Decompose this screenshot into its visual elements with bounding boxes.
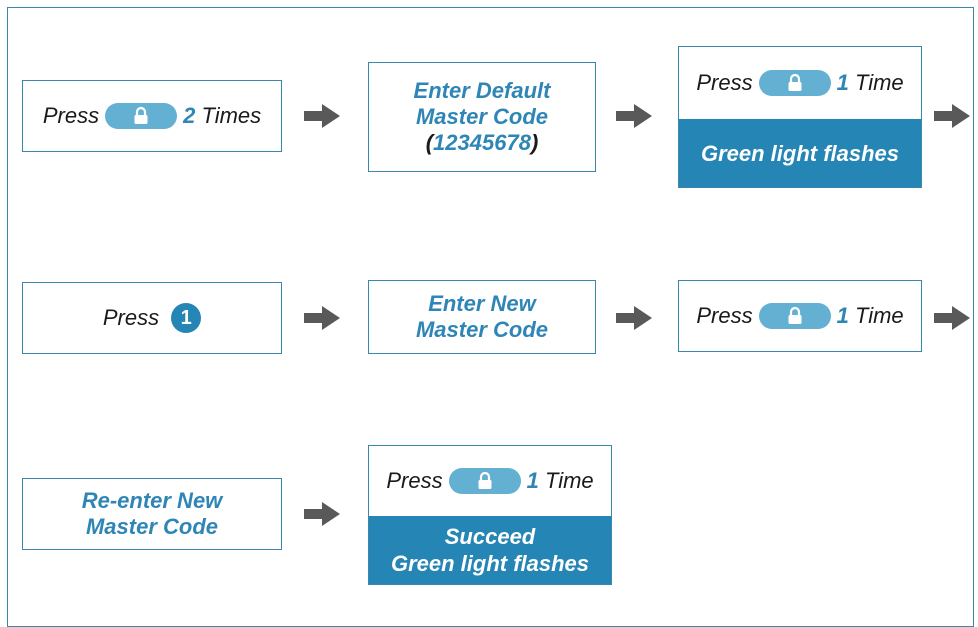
lock-button-icon — [448, 468, 521, 494]
press-count: 1 — [836, 303, 849, 328]
step-reenter-new-master-code: Re-enter New Master Code — [22, 478, 282, 550]
press-label: Press — [42, 103, 100, 128]
right-arrow-icon — [616, 104, 652, 128]
step-press-lock-1-time: Press 1 Time — [678, 280, 922, 352]
lock-button-icon — [758, 70, 831, 96]
press-label: Press — [386, 468, 443, 493]
press-count: 2 — [183, 103, 196, 128]
step-line2: Master Code — [415, 104, 549, 129]
press-label: Press — [696, 70, 753, 95]
step-line2: Master Code — [85, 514, 219, 539]
step-press-lock-1-time-green: Press 1 Time Green light flashes — [678, 46, 922, 188]
result-green-light: Green light flashes — [390, 551, 590, 576]
press-label: Press — [696, 303, 753, 328]
time-label: Time — [854, 303, 904, 328]
right-arrow-icon — [304, 502, 340, 526]
step-press-number-1: Press 1 — [22, 282, 282, 354]
step-enter-default-master-code: Enter Default Master Code (12345678) — [368, 62, 596, 172]
right-arrow-icon — [304, 104, 340, 128]
right-arrow-icon — [616, 306, 652, 330]
right-arrow-icon — [934, 306, 970, 330]
right-arrow-icon — [934, 104, 970, 128]
result-succeed: Succeed — [444, 524, 536, 549]
press-count: 1 — [526, 468, 539, 493]
number-1-icon: 1 — [171, 303, 202, 333]
step-press-lock-1-time-succeed: Press 1 Time Succeed Green light flashes — [368, 445, 612, 585]
time-label: Time — [544, 468, 594, 493]
step-line2: Master Code — [415, 317, 549, 342]
times-label: Times — [201, 103, 262, 128]
lock-button-icon — [105, 103, 178, 129]
step-line1: Enter Default — [413, 78, 551, 103]
step-line1: Enter New — [428, 291, 536, 316]
step-press-lock-2-times: Press 2 Times — [22, 80, 282, 152]
step-line1: Re-enter New — [81, 488, 223, 513]
paren-close: ) — [530, 130, 539, 155]
press-count: 1 — [836, 70, 849, 95]
right-arrow-icon — [304, 306, 340, 330]
result-text: Green light flashes — [700, 140, 900, 166]
default-code: 12345678 — [433, 130, 531, 155]
press-label: Press — [102, 305, 160, 330]
time-label: Time — [854, 70, 904, 95]
step-enter-new-master-code: Enter New Master Code — [368, 280, 596, 354]
paren-open: ( — [425, 130, 434, 155]
lock-button-icon — [758, 303, 831, 329]
